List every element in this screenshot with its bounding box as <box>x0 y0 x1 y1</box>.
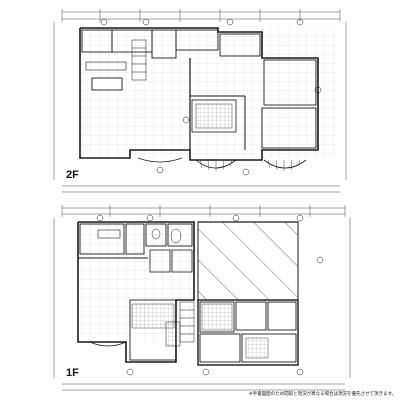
floor-2f-plan <box>53 9 347 193</box>
floor-1f-plan <box>53 205 351 391</box>
floor-label-2f: 2F <box>66 169 79 181</box>
floor-label-1f: 1F <box>66 367 79 379</box>
disclaimer-note: ※手書図面のため間取と現況が異なる場合は現況を優先させて頂きます。 <box>248 392 396 397</box>
